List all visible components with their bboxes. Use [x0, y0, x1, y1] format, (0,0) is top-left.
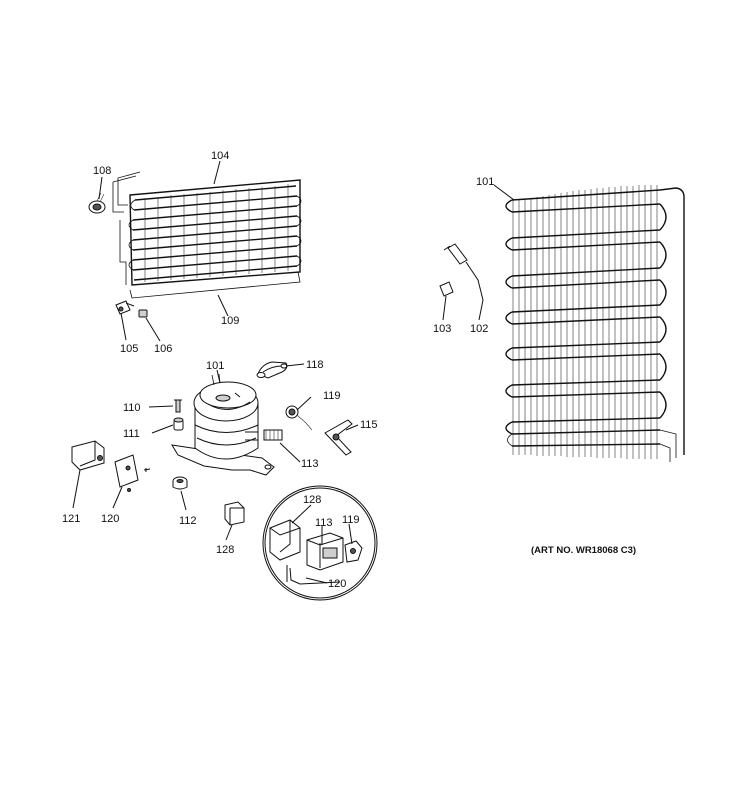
callout-106: 106 [154, 343, 172, 355]
part-106-grommet [138, 309, 148, 318]
inset-callout-119: 119 [342, 514, 360, 526]
part-105-fitting [115, 300, 135, 315]
callout-121: 121 [62, 513, 80, 525]
callout-113: 113 [301, 458, 319, 470]
part-113-relay [263, 429, 283, 441]
leader-lines [72, 160, 515, 584]
callout-105: 105 [120, 343, 138, 355]
part-121-bracket [71, 440, 105, 471]
part-111-grommet [173, 417, 184, 431]
callout-101-compressor: 101 [206, 360, 224, 372]
part-112-grommet [172, 476, 188, 490]
inset-electrical-detail [262, 485, 378, 601]
callout-128: 128 [216, 544, 234, 556]
callout-111: 111 [123, 428, 140, 440]
inset-callout-120: 120 [328, 578, 346, 590]
inset-callout-113: 113 [315, 517, 333, 529]
inset-callout-128: 128 [303, 494, 321, 506]
callout-119: 119 [323, 390, 341, 402]
part-102-drier [443, 243, 484, 301]
callout-120: 120 [101, 513, 119, 525]
part-108-thermostat-bulb [88, 192, 106, 214]
part-118-clip [256, 361, 288, 379]
callout-104: 104 [211, 150, 229, 162]
part-110-bolt [174, 399, 182, 413]
part-128-capacitor [224, 501, 245, 526]
callout-110: 110 [123, 402, 141, 414]
callout-102: 102 [470, 323, 488, 335]
part-104-evaporator [112, 171, 302, 286]
art-number: (ART NO. WR18068 C3) [531, 545, 636, 556]
callout-101-condenser: 101 [476, 176, 494, 188]
callout-112: 112 [179, 515, 197, 527]
callout-108: 108 [93, 165, 111, 177]
part-109-drain-heater [129, 271, 301, 299]
part-119-overload [285, 405, 313, 431]
part-120-cover [114, 454, 151, 492]
callout-109: 109 [221, 315, 239, 327]
part-115-bracket [324, 419, 353, 456]
callout-118: 118 [306, 359, 324, 371]
part-101-condenser [505, 185, 685, 462]
part-101-compressor [171, 373, 275, 476]
callout-103: 103 [433, 323, 451, 335]
part-103-cap [439, 281, 454, 297]
callout-115: 115 [360, 419, 378, 431]
